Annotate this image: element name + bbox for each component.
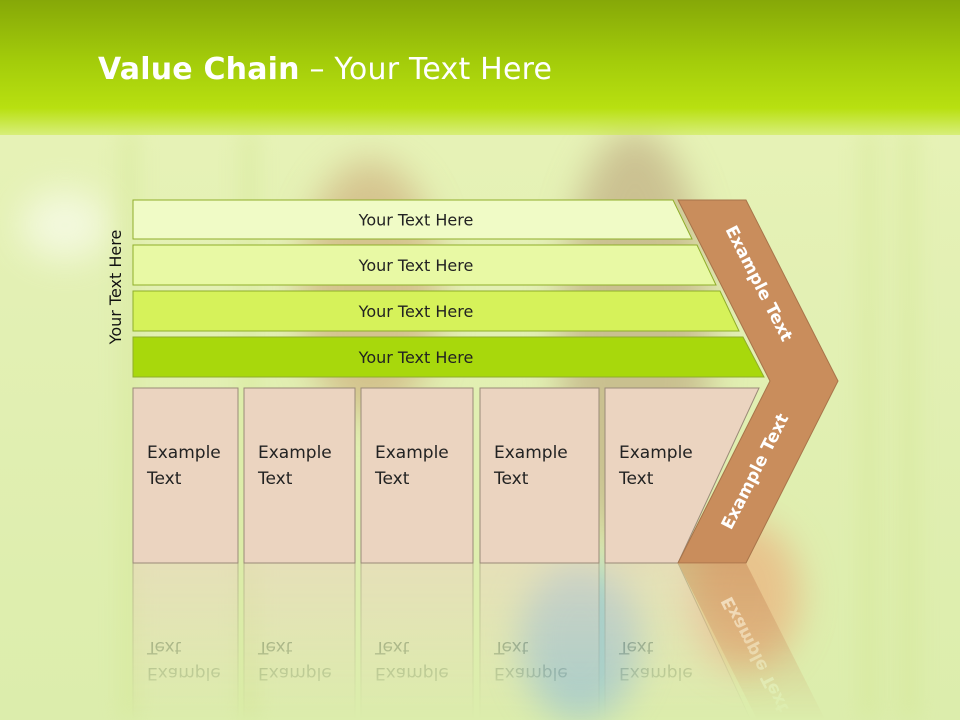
background-stripe	[860, 130, 878, 720]
box-reflection-line1: Example	[619, 663, 693, 683]
box-reflection-line2: Text	[493, 637, 529, 657]
box-label-line1: Example	[147, 443, 221, 463]
box-label-line1: Example	[258, 443, 332, 463]
box-label-line2: Text	[493, 469, 529, 489]
side-label: Your Text Here	[106, 230, 125, 346]
row-bar	[132, 244, 717, 286]
background-stripe	[900, 130, 918, 720]
row-label: Your Text Here	[358, 256, 474, 275]
title-rest: – Your Text Here	[299, 52, 553, 87]
box-reflection-line1: Example	[494, 663, 568, 683]
title-bold: Value Chain	[98, 52, 300, 87]
box-label-line2: Text	[618, 469, 654, 489]
box-label-line2: Text	[257, 469, 293, 489]
header-band	[0, 0, 960, 135]
row-bar	[132, 290, 740, 332]
box-reflection-line1: Example	[147, 663, 221, 683]
box-label-line1: Example	[375, 443, 449, 463]
box-label-line2: Text	[374, 469, 410, 489]
example-box	[132, 387, 239, 564]
box-label-line1: Example	[619, 443, 693, 463]
box-reflection-line2: Text	[257, 637, 293, 657]
box-reflection	[243, 562, 356, 720]
box-reflection	[360, 562, 474, 720]
example-box	[479, 387, 600, 564]
box-reflection-line2: Text	[146, 637, 182, 657]
box-reflection	[479, 562, 600, 720]
background-light	[20, 190, 110, 260]
box-reflection	[132, 562, 239, 720]
example-box	[360, 387, 474, 564]
row-bar	[132, 336, 765, 378]
row-label: Your Text Here	[358, 348, 474, 367]
row-label: Your Text Here	[358, 211, 474, 230]
slide-title: Value Chain – Your Text Here	[98, 52, 552, 87]
box-reflection-line1: Example	[258, 663, 332, 683]
row-bar	[132, 199, 693, 240]
box-reflection-line2: Text	[374, 637, 410, 657]
box-label-line2: Text	[146, 469, 182, 489]
box-label-line1: Example	[494, 443, 568, 463]
chevron-reflection	[678, 563, 826, 720]
example-box	[243, 387, 356, 564]
box-reflection-line1: Example	[375, 663, 449, 683]
row-label: Your Text Here	[358, 302, 474, 321]
box-reflection-line2: Text	[618, 637, 654, 657]
